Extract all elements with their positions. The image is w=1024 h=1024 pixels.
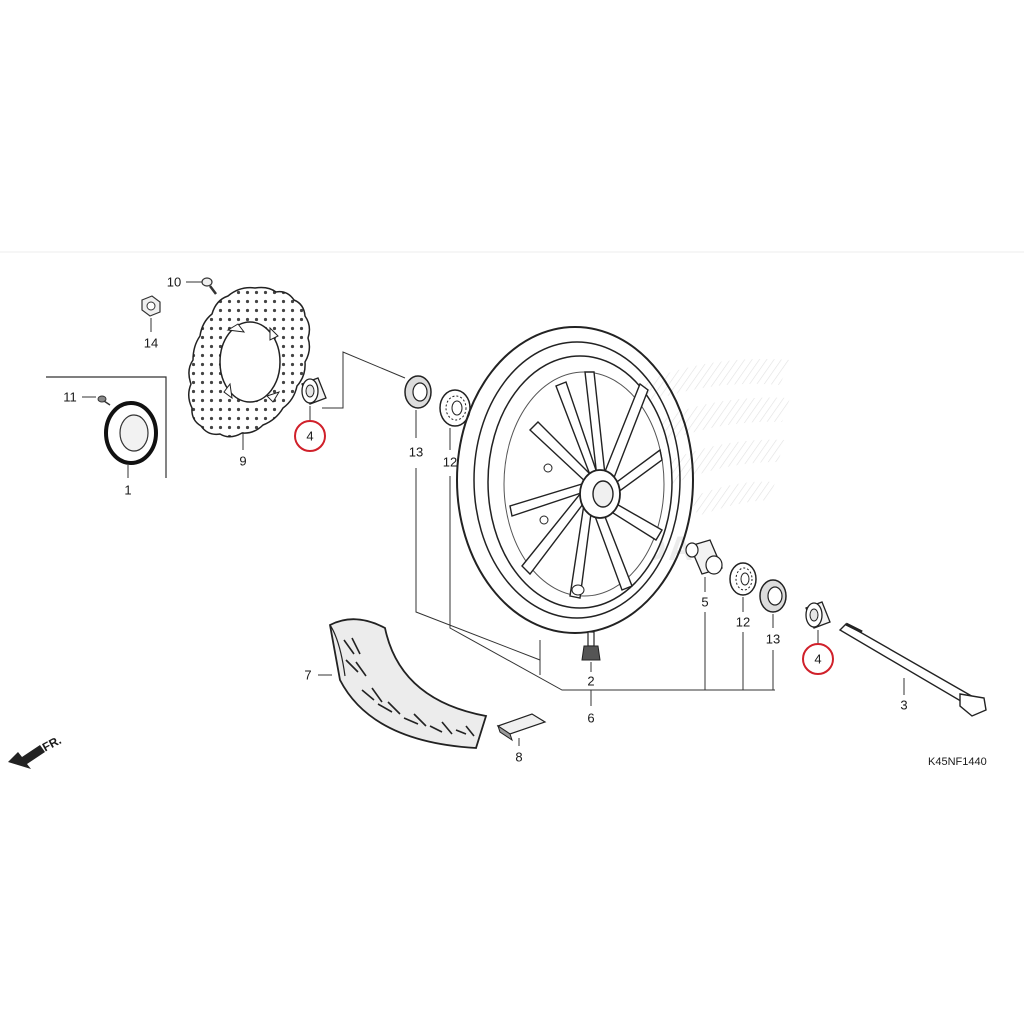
part-wheel-rim (456, 326, 694, 634)
callout-1: 1 (124, 482, 132, 498)
highlight-circle-left (294, 420, 326, 452)
part-14-nut (141, 295, 161, 332)
highlight-circle-right (802, 643, 834, 675)
part-3-axle (838, 622, 987, 717)
part-4-collar-left (294, 351, 406, 452)
part-11-screw (82, 395, 111, 406)
callout-8: 8 (515, 749, 523, 765)
callout-4-left: 4 (306, 428, 314, 444)
callout-12-bottom: 12 (735, 614, 751, 630)
callout-2: 2 (587, 673, 595, 689)
part-12-bearing-top (439, 389, 471, 450)
part-7-tire (318, 618, 488, 749)
callout-10: 10 (166, 274, 182, 290)
part-13-seal-top (404, 375, 432, 438)
part-4-collar-right (802, 601, 834, 675)
callout-14: 14 (143, 335, 159, 351)
callout-6: 6 (587, 710, 595, 726)
part-12-bearing-bottom (729, 562, 757, 690)
part-13-seal-bottom (759, 579, 787, 690)
front-direction-arrow-icon (8, 745, 45, 769)
part-1-cover (46, 376, 167, 478)
callout-12-top: 12 (442, 454, 458, 470)
part-2-valve (581, 631, 601, 706)
part-8-balance-weight (496, 713, 547, 746)
callout-7: 7 (304, 667, 312, 683)
callout-13-bottom: 13 (765, 631, 781, 647)
diagram-reference-code: K45NF1440 (928, 756, 987, 768)
callout-13-top: 13 (408, 444, 424, 460)
callout-11: 11 (63, 389, 77, 405)
callout-4-right: 4 (814, 651, 822, 667)
callout-9: 9 (239, 453, 247, 469)
part-10-bolt (186, 277, 217, 295)
part-5-distance-collar (685, 539, 723, 690)
part-9-brake-disc (188, 286, 311, 450)
callout-5: 5 (701, 594, 709, 610)
callout-3: 3 (900, 697, 908, 713)
